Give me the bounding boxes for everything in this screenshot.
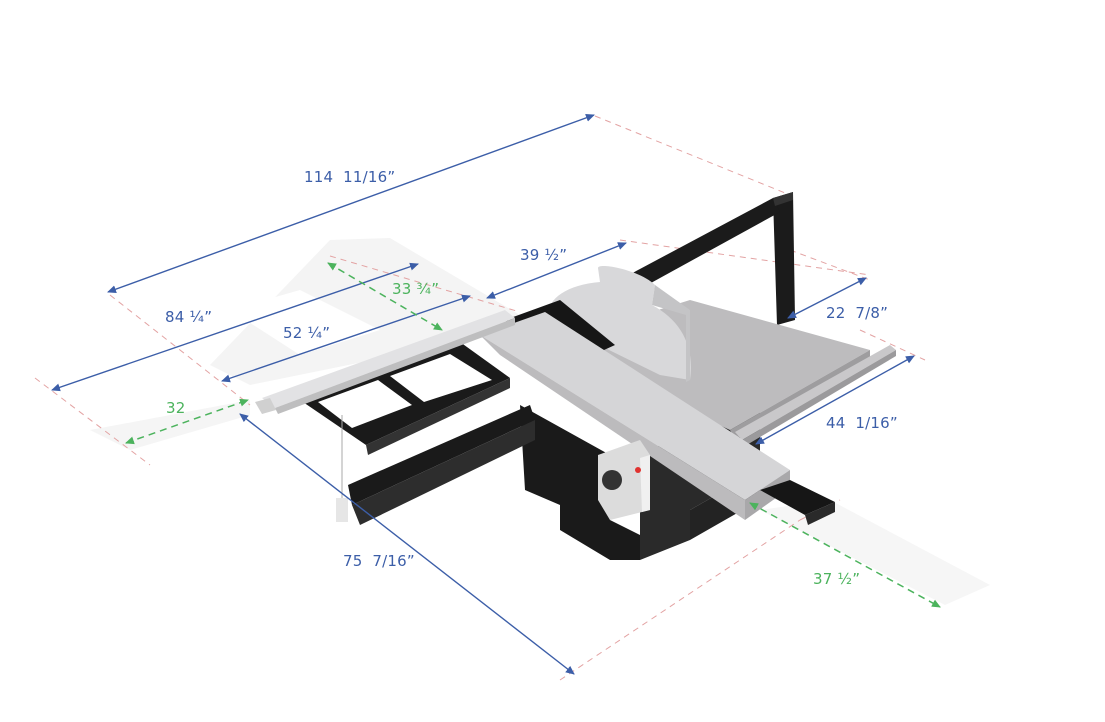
label-left-clearance: 32 (166, 399, 186, 417)
label-front-clearance: 37 ½” (813, 570, 861, 588)
arrow-crosscut-travel (327, 262, 443, 331)
dimension-arrows (51, 113, 941, 675)
arrow-main-table-depth (755, 355, 915, 445)
arrow-rear-extension (787, 277, 867, 319)
label-main-table-depth: 44 1/16” (826, 414, 898, 432)
control-box (598, 440, 650, 520)
arrow-overall-depth (239, 413, 575, 675)
start-button (602, 470, 622, 490)
arrow-left-clearance (125, 398, 249, 445)
arrow-overall-length (107, 113, 595, 294)
label-rear-extension: 22 7/8” (826, 304, 889, 322)
label-crosscut-travel: 33 ¾” (392, 280, 440, 298)
arrow-front-clearance (749, 502, 941, 608)
label-overall-length: 114 11/16” (304, 168, 396, 186)
label-sliding-table-outer: 84 ¼” (165, 308, 213, 326)
arrow-main-table-width (486, 242, 627, 299)
indicator-light (635, 467, 641, 473)
label-overall-depth: 75 7/16” (343, 552, 415, 570)
label-sliding-table-inner: 52 ¼” (283, 324, 331, 342)
label-main-table-width: 39 ½” (520, 246, 568, 264)
